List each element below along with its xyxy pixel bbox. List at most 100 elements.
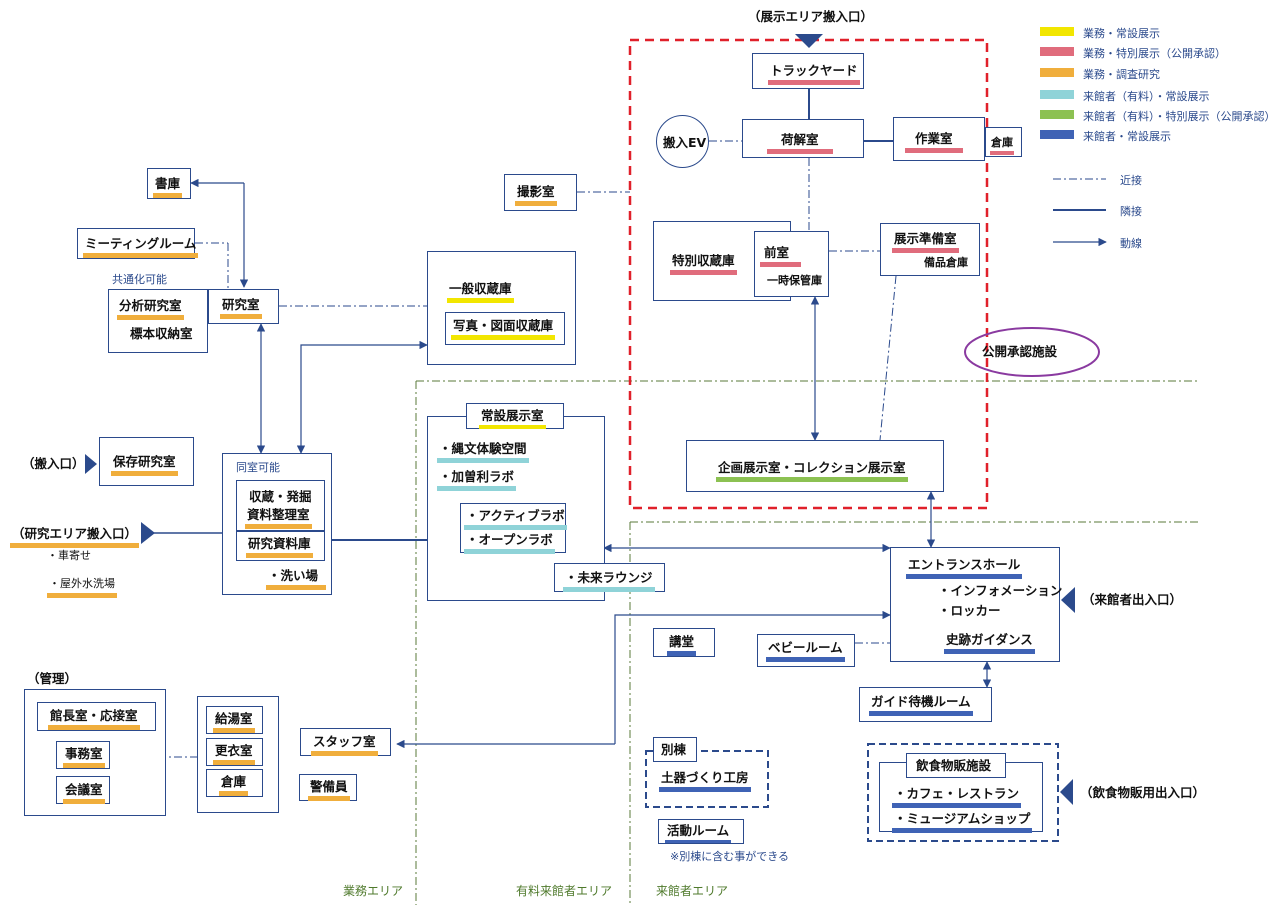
room-general-storage-text: 一般収蔵庫 bbox=[447, 281, 514, 303]
room-kasori-label: ・加曽利ラボ bbox=[437, 469, 517, 491]
room-annex bbox=[653, 737, 697, 762]
legend-swatch-pink bbox=[1040, 47, 1074, 56]
legend-swatch-blue bbox=[1040, 130, 1074, 139]
room-anteroom-text: 前室 bbox=[760, 245, 802, 267]
room-research-materials-text: 研究資料庫 bbox=[246, 536, 313, 558]
entrance-exhibit: （展示エリア搬入口） bbox=[748, 9, 874, 24]
room-analysis-group bbox=[108, 289, 208, 353]
room-cafe-label: ・カフェ・レストラン bbox=[892, 786, 1022, 808]
room-special-storage-text: 特別収蔵庫 bbox=[670, 253, 737, 275]
room-entrance-hall-text: エントランスホール bbox=[906, 557, 1023, 579]
room-guide-wait-label: ガイド待機ルーム bbox=[869, 694, 973, 716]
room-exhibit-prep-label: 展示準備室 bbox=[892, 231, 959, 253]
room-guidance-text: 史跡ガイダンス bbox=[944, 632, 1035, 654]
room-staff-text: スタッフ室 bbox=[311, 734, 378, 756]
room-research-text: 研究室 bbox=[220, 297, 262, 319]
room-jomon-text: ・縄文体験空間 bbox=[437, 441, 529, 463]
room-washroom-label: ・洗い場 bbox=[266, 568, 327, 590]
room-active-lab-text: ・アクティブラボ bbox=[464, 508, 567, 530]
room-lecture-text: 講堂 bbox=[667, 634, 697, 656]
room-library-text: 書庫 bbox=[153, 176, 183, 198]
room-kitchen-text: 給湯室 bbox=[213, 711, 255, 733]
room-shop-label: ・ミュージアムショップ bbox=[892, 811, 1033, 833]
legend-swatch-cyan bbox=[1040, 90, 1074, 99]
room-truck-yard-label: トラックヤード bbox=[768, 63, 860, 85]
room-locker-label: ・ロッカー bbox=[938, 603, 1001, 618]
room-baby-text: ベビールーム bbox=[766, 640, 845, 662]
room-analysis-text: 分析研究室 bbox=[117, 298, 184, 320]
room-general-storage-label: 一般収蔵庫 bbox=[447, 281, 514, 303]
room-special-exhibit bbox=[686, 440, 944, 492]
admin-group-label: （管理） bbox=[27, 671, 78, 686]
room-exhibit-prep-text: 展示準備室 bbox=[892, 231, 959, 253]
room-food-title bbox=[906, 753, 1006, 778]
room-special-exhibit-label: 企画展示室・コレクション展示室 bbox=[716, 460, 908, 482]
legend-line-label: 隣接 bbox=[1120, 205, 1142, 218]
entrance-research: （研究エリア搬入口） bbox=[10, 527, 140, 548]
room-activity-label: 活動ルーム bbox=[665, 823, 732, 843]
room-photo-storage-text: 写真・図面収蔵庫 bbox=[451, 318, 556, 340]
room-guard-text: 警備員 bbox=[308, 779, 350, 801]
room-entrance-hall-label: エントランスホール bbox=[906, 557, 1023, 579]
room-meeting-text: ミーティングルーム bbox=[83, 236, 199, 258]
room-temp-storage-label: 一時保管庫 bbox=[767, 274, 822, 287]
note-kuruma: ・車寄せ bbox=[47, 549, 91, 562]
entrance-research-text: （研究エリア搬入口） bbox=[10, 527, 140, 548]
room-photo-label: 撮影室 bbox=[515, 184, 557, 206]
room-conservation bbox=[99, 437, 194, 486]
room-library-label: 書庫 bbox=[153, 176, 183, 198]
room-collection-sorting bbox=[236, 480, 325, 531]
room-photo-text: 撮影室 bbox=[515, 184, 557, 206]
room-kitchen-label: 給湯室 bbox=[213, 711, 255, 733]
room-director-text: 館長室・応接室 bbox=[48, 708, 140, 730]
room-unpacking-text: 荷解室 bbox=[767, 132, 833, 154]
room-future-lounge-label: ・未来ラウンジ bbox=[563, 570, 655, 592]
legend-swatch-yellow bbox=[1040, 27, 1074, 36]
room-future-lounge-text: ・未来ラウンジ bbox=[563, 570, 655, 592]
room-annex-label: 別棟 bbox=[661, 742, 687, 757]
room-permanent-exhibit-text: 常設展示室 bbox=[479, 408, 546, 429]
room-workroom bbox=[893, 117, 985, 161]
room-research-materials-label: 研究資料庫 bbox=[246, 536, 313, 558]
room-open-lab-text: ・オープンラボ bbox=[464, 532, 555, 554]
room-warehouse-text: 倉庫 bbox=[219, 774, 249, 796]
legend-label: 来館者（有料）・常設展示 bbox=[1083, 90, 1210, 103]
room-pottery-label: 土器づくり工房 bbox=[659, 770, 751, 792]
zone-business: 業務エリア bbox=[343, 884, 404, 898]
room-permanent-exhibit-title bbox=[466, 403, 564, 429]
room-permanent-exhibit-label: 常設展示室 bbox=[479, 408, 546, 429]
room-jomon-label: ・縄文体験空間 bbox=[437, 441, 529, 463]
note-annex: ※別棟に含む事ができる bbox=[670, 850, 789, 863]
room-workroom-label: 作業室 bbox=[905, 131, 963, 153]
room-locker-room-label: 更衣室 bbox=[213, 743, 255, 765]
room-guide-wait bbox=[859, 687, 992, 722]
room-guidance-label: 史跡ガイダンス bbox=[944, 632, 1035, 654]
room-conference-label: 会議室 bbox=[63, 782, 105, 804]
note-outdoor-wash: ・屋外水洗場 bbox=[47, 577, 117, 598]
legend-swatch-green bbox=[1040, 110, 1074, 119]
room-director-label: 館長室・応接室 bbox=[48, 708, 140, 730]
room-activity bbox=[658, 819, 744, 844]
legend-line-label: 動線 bbox=[1120, 237, 1142, 250]
room-workroom-text: 作業室 bbox=[905, 131, 963, 153]
note-shared: 共通化可能 bbox=[112, 273, 167, 286]
legend-label: 業務・調査研究 bbox=[1083, 68, 1160, 81]
room-baby-label: ベビールーム bbox=[766, 640, 845, 662]
room-anteroom-label: 前室 bbox=[760, 245, 802, 267]
room-truck-yard-text: トラックヤード bbox=[768, 63, 860, 85]
room-collection-sorting-text: 資料整理室 bbox=[245, 507, 312, 529]
room-food-label: 飲食物販施設 bbox=[916, 758, 992, 773]
room-conference-text: 会議室 bbox=[63, 782, 105, 804]
legend-label: 業務・特別展示（公開承認） bbox=[1083, 47, 1226, 60]
note-same-room: 同室可能 bbox=[236, 461, 280, 474]
room-meeting-label: ミーティングルーム bbox=[83, 236, 199, 258]
room-storage-small-label: 倉庫 bbox=[990, 135, 1014, 155]
room-office-label: 事務室 bbox=[63, 746, 105, 768]
legend-swatch-orange bbox=[1040, 68, 1074, 77]
room-office-text: 事務室 bbox=[63, 746, 105, 768]
room-locker-room-text: 更衣室 bbox=[213, 743, 255, 765]
room-special-storage-label: 特別収蔵庫 bbox=[670, 253, 737, 275]
room-cafe-text: ・カフェ・レストラン bbox=[892, 786, 1022, 808]
room-unpacking-label: 荷解室 bbox=[767, 132, 833, 154]
